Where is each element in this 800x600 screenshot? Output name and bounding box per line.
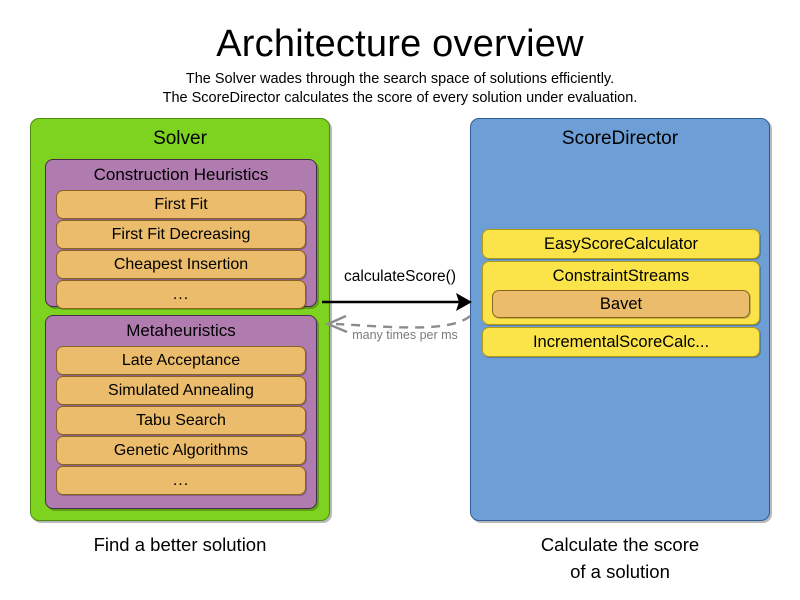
- scoredirector-caption-line-2: of a solution: [570, 561, 670, 582]
- list-item[interactable]: Cheapest Insertion: [56, 250, 306, 279]
- page-title: Architecture overview: [216, 23, 584, 65]
- arrow-svg: [322, 293, 472, 334]
- list-item[interactable]: Late Acceptance: [56, 346, 306, 375]
- calculator-incremental-score[interactable]: IncrementalScoreCalc...: [482, 327, 760, 357]
- list-item[interactable]: First Fit Decreasing: [56, 220, 306, 249]
- group-metaheuristics-title: Metaheuristics: [126, 321, 236, 340]
- arrow-forward-label: calculateScore(): [344, 268, 456, 285]
- calculator-label: IncrementalScoreCalc...: [532, 333, 710, 351]
- calculator-easy-score[interactable]: EasyScoreCalculator: [482, 229, 760, 259]
- group-construction-heuristics-title: Construction Heuristics: [93, 165, 269, 184]
- list-item[interactable]: Tabu Search: [56, 406, 306, 435]
- scoredirector-caption: Calculate the score of a solution: [470, 531, 770, 585]
- list-item[interactable]: First Fit: [56, 190, 306, 219]
- arrow-return-label: many times per ms: [352, 328, 458, 342]
- list-item-more[interactable]: ...: [56, 466, 306, 495]
- calculator-constraint-streams[interactable]: ConstraintStreams Bavet: [482, 261, 760, 325]
- subtitle-line-2: The ScoreDirector calculates the score o…: [162, 90, 638, 106]
- header: Architecture overview The Solver wades t…: [0, 22, 800, 108]
- calculator-label: ConstraintStreams: [552, 267, 690, 285]
- scoredirector-caption-line-1: Calculate the score: [540, 534, 700, 555]
- group-construction-heuristics[interactable]: Construction Heuristics First Fit First …: [45, 159, 317, 310]
- metaheuristics-item-list: Late Acceptance Simulated Annealing Tabu…: [56, 346, 306, 496]
- many-times-per-ms-arrow-icon: [324, 314, 471, 334]
- solver-panel[interactable]: Solver Construction Heuristics First Fit…: [30, 118, 330, 521]
- list-item-more[interactable]: ...: [56, 280, 306, 309]
- calculate-score-arrow-icon: [322, 293, 472, 311]
- solver-caption: Find a better solution: [93, 534, 267, 555]
- calculator-nested-bavet[interactable]: Bavet: [492, 290, 750, 318]
- group-metaheuristics[interactable]: Metaheuristics Late Acceptance Simulated…: [45, 315, 317, 509]
- scoredirector-panel[interactable]: ScoreDirector EasyScoreCalculator Constr…: [470, 118, 770, 521]
- calculator-label: EasyScoreCalculator: [543, 235, 699, 253]
- arrow-group: calculateScore() many times per ms: [320, 260, 490, 360]
- calculator-list: EasyScoreCalculator ConstraintStreams Ba…: [482, 229, 760, 359]
- solver-panel-title: Solver: [153, 128, 207, 149]
- subtitle-line-1: The Solver wades through the search spac…: [185, 71, 615, 87]
- subtitle-block: The Solver wades through the search spac…: [0, 70, 800, 108]
- list-item[interactable]: Simulated Annealing: [56, 376, 306, 405]
- list-item[interactable]: Genetic Algorithms: [56, 436, 306, 465]
- construction-heuristics-item-list: First Fit First Fit Decreasing Cheapest …: [56, 190, 306, 310]
- scoredirector-panel-title: ScoreDirector: [561, 128, 679, 149]
